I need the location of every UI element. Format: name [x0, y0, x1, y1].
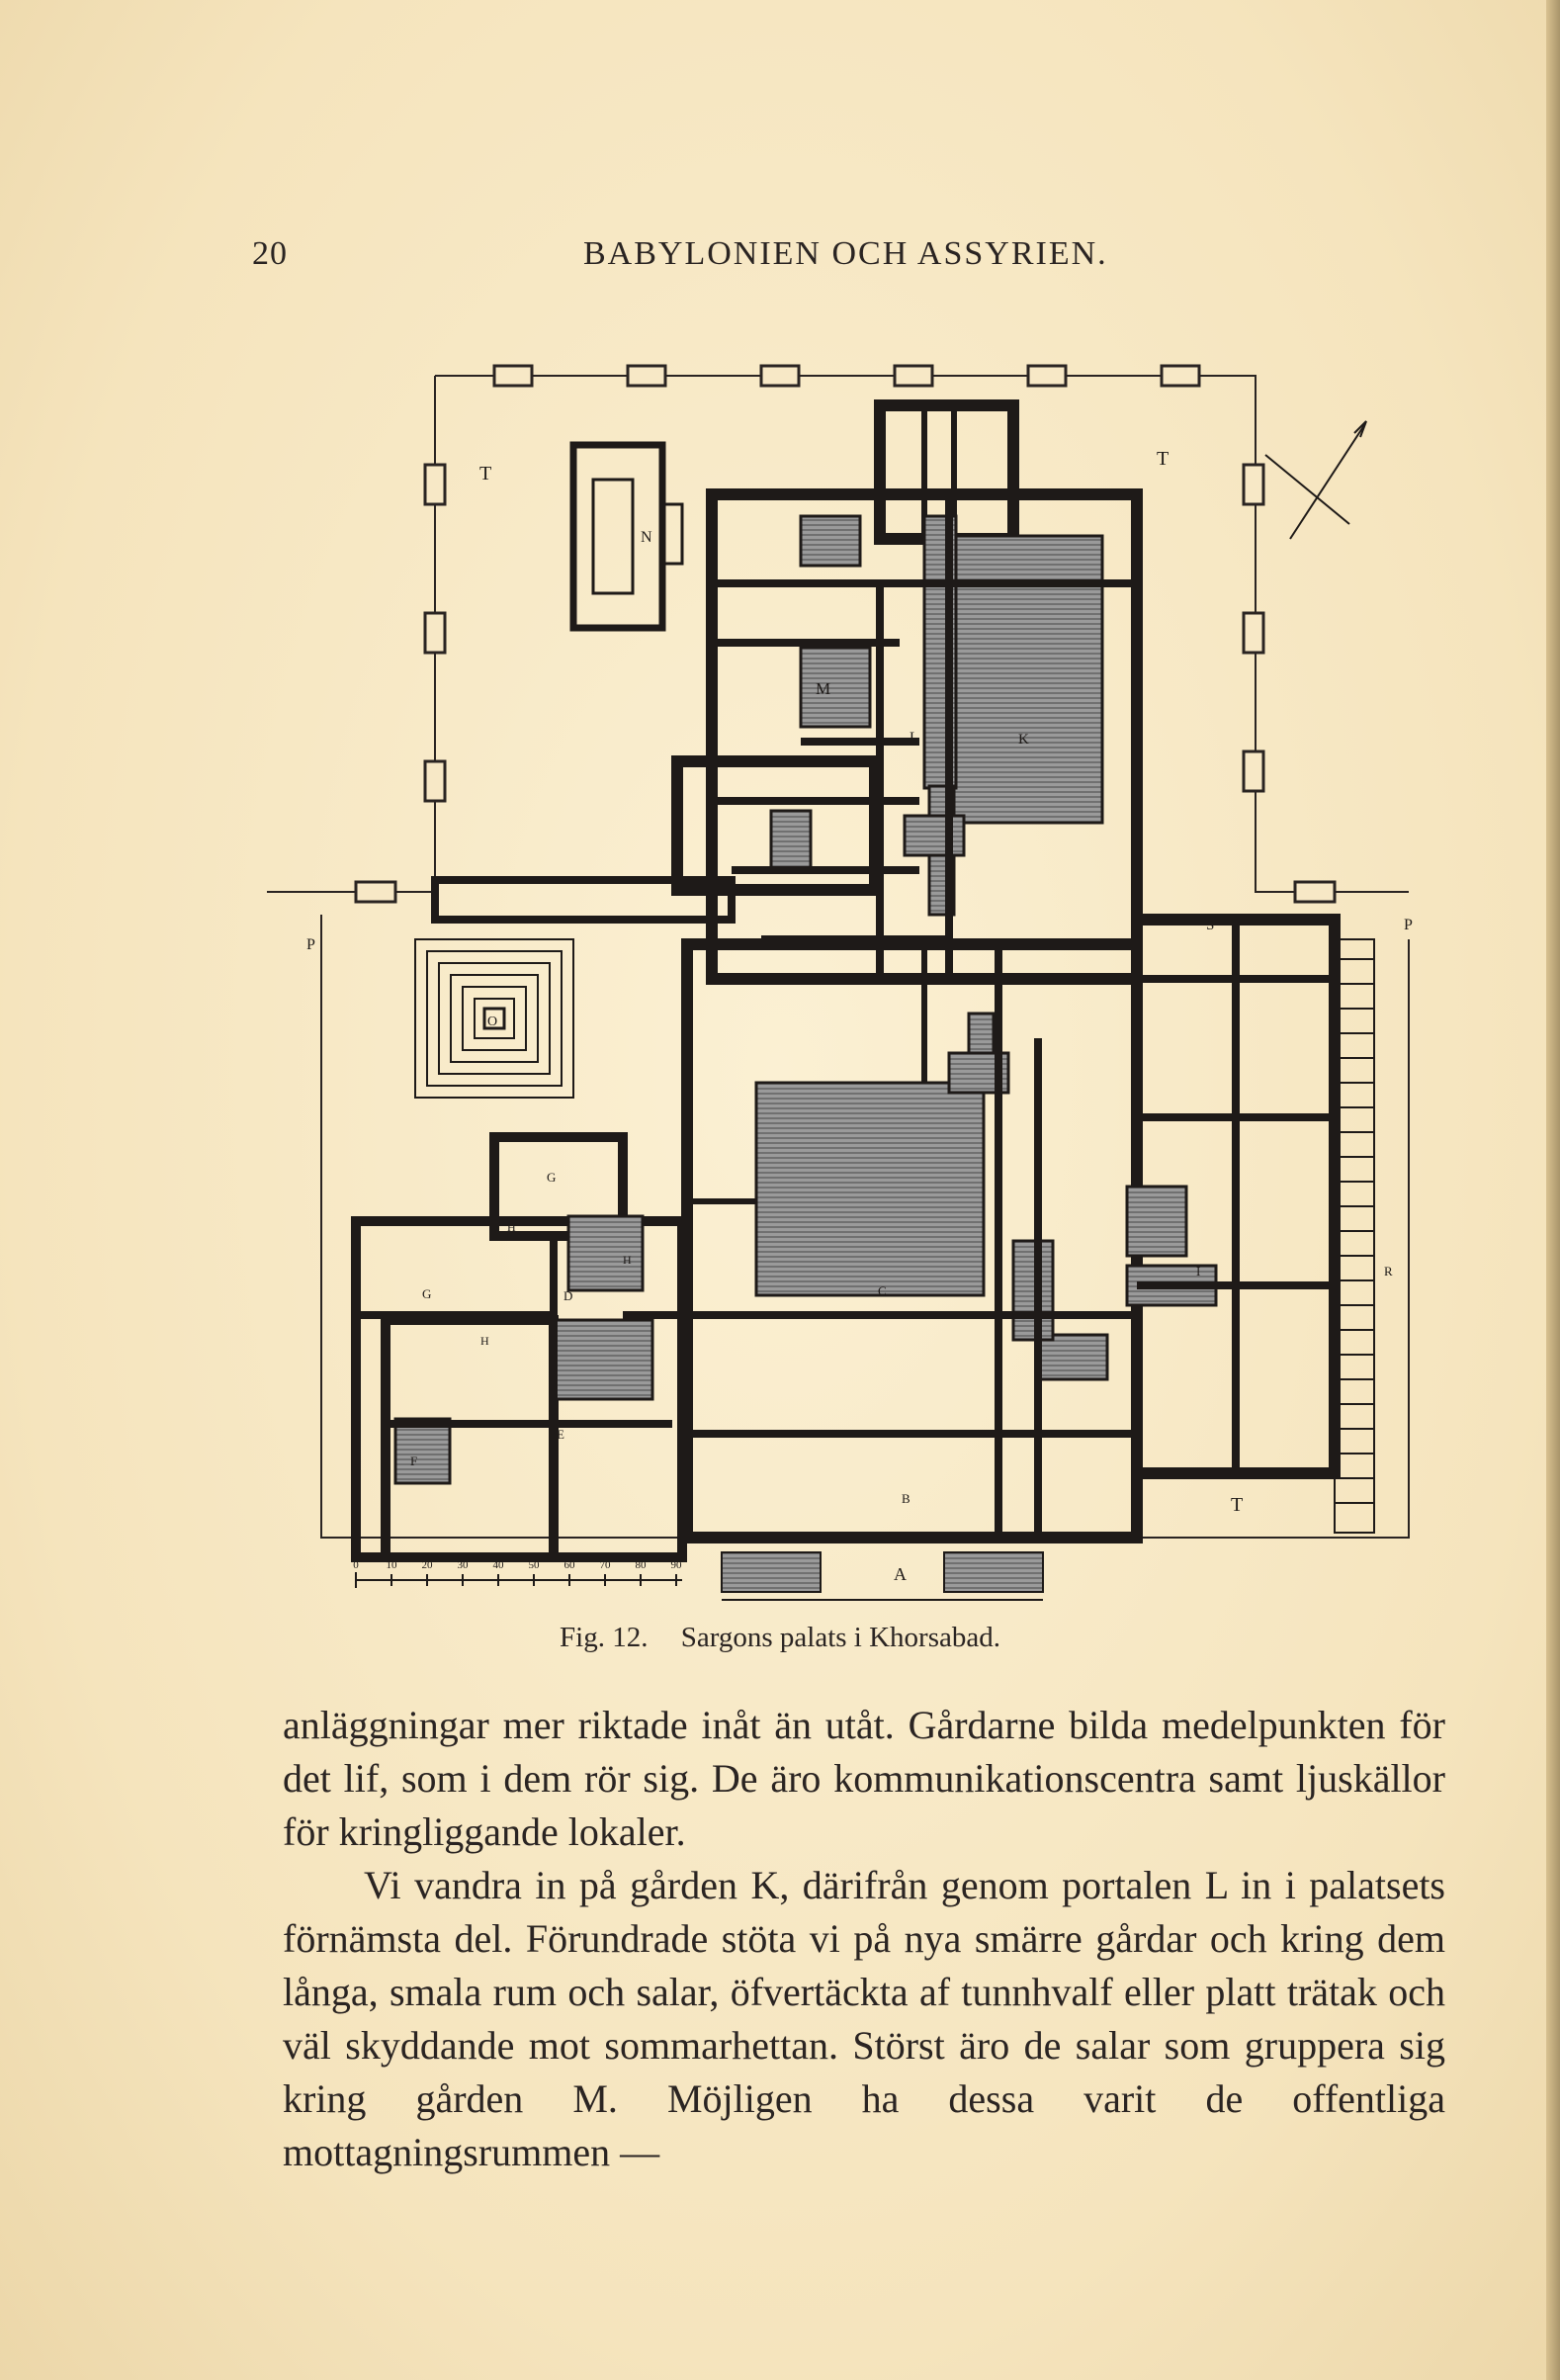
label-t: T	[1231, 1494, 1243, 1516]
paragraph-2: Vi vandra in på gården K, därifrån genom…	[283, 1863, 1445, 2174]
label-l: L	[910, 730, 918, 746]
label-h: H	[623, 1253, 632, 1267]
svg-text:10: 10	[387, 1559, 398, 1571]
label-b: B	[902, 1491, 910, 1506]
svg-text:30: 30	[458, 1559, 470, 1571]
svg-text:20: 20	[422, 1559, 434, 1571]
court-c	[754, 1081, 986, 1297]
court-e	[552, 1318, 654, 1401]
ziggurat-o	[414, 938, 574, 1099]
courtyards	[393, 514, 1218, 1485]
label-h: H	[480, 1334, 489, 1348]
label-p: P	[306, 936, 315, 953]
page-edge	[1546, 0, 1560, 2380]
label-h: H	[507, 1220, 516, 1234]
svg-text:0: 0	[353, 1559, 359, 1571]
court-f	[393, 1417, 452, 1485]
gate-a	[721, 1551, 1044, 1593]
label-t: T	[479, 463, 491, 485]
label-d: D	[563, 1288, 572, 1303]
svg-text:50: 50	[529, 1559, 541, 1571]
svg-text:90: 90	[671, 1559, 683, 1571]
svg-text:70: 70	[600, 1559, 612, 1571]
label-k: K	[1018, 732, 1029, 748]
label-t: T	[1157, 448, 1169, 470]
body-text: anläggningar mer riktade inåt än utåt. G…	[283, 1699, 1445, 2179]
label-i: I	[1196, 1264, 1200, 1278]
figure-caption: Fig. 12. Sargons palats i Khorsabad.	[0, 1622, 1560, 1654]
label-g: G	[422, 1286, 431, 1301]
label-p: P	[1404, 917, 1413, 933]
label-f: F	[410, 1454, 417, 1468]
court-k	[947, 534, 1104, 825]
interior-walls	[356, 494, 1335, 1538]
palace-floor-plan: 0 10 20 30 40 50 60 70 80 90 T T T N M L…	[267, 364, 1413, 1601]
court-i	[1125, 1185, 1188, 1258]
paragraph-1: anläggningar mer riktade inåt än utåt. G…	[283, 1703, 1445, 1854]
ramp-r	[1334, 938, 1375, 1534]
label-m: M	[816, 679, 830, 698]
svg-text:80: 80	[636, 1559, 648, 1571]
scale-bar	[355, 1572, 682, 1588]
figure-number: Fig. 12.	[560, 1622, 649, 1653]
figure-title: Sargons palats i Khorsabad.	[680, 1622, 1000, 1653]
label-c: C	[878, 1283, 887, 1298]
wall-towers	[354, 364, 1337, 904]
label-n: N	[641, 529, 652, 546]
svg-text:40: 40	[493, 1559, 505, 1571]
page-header: 20 BABYLONIEN OCH ASSYRIEN.	[0, 235, 1560, 285]
label-r: R	[1384, 1264, 1393, 1278]
north-arrow-icon	[1264, 420, 1367, 540]
scale-ticks: 0 10 20 30 40 50 60 70 80 90	[353, 1559, 682, 1571]
page-number: 20	[252, 235, 288, 272]
label-o: O	[487, 1014, 497, 1029]
label-a: A	[894, 1564, 907, 1584]
label-g: G	[547, 1170, 556, 1185]
court-m	[799, 646, 872, 729]
label-e: E	[557, 1427, 564, 1442]
label-s: S	[1206, 918, 1214, 933]
running-title: BABYLONIEN OCH ASSYRIEN.	[583, 235, 1108, 272]
svg-text:60: 60	[564, 1559, 576, 1571]
plan-labels: T T T N M L K S P P O G G H H H D E F C …	[306, 448, 1413, 1584]
court-d	[566, 1214, 645, 1292]
